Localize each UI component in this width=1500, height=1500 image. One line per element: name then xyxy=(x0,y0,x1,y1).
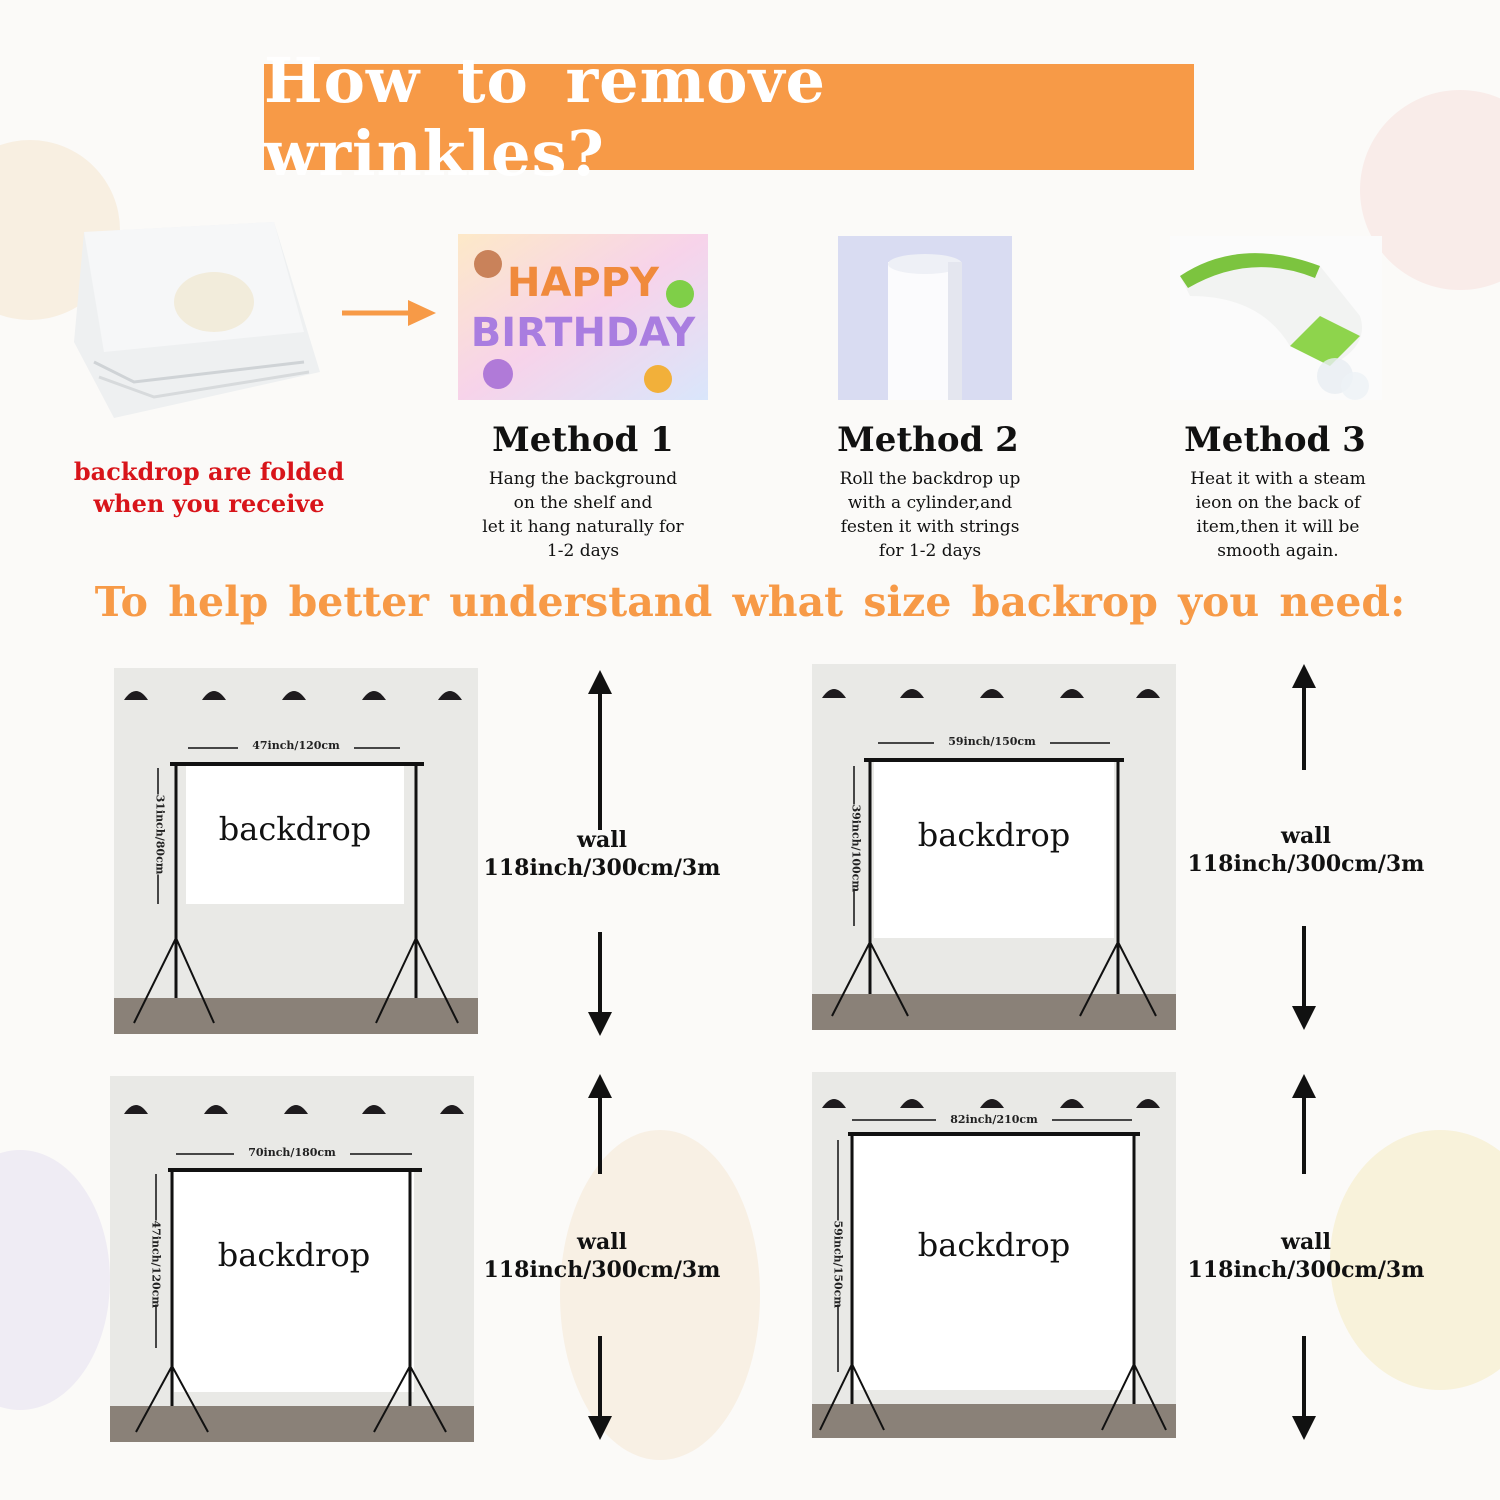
rolled-backdrop-image xyxy=(838,236,1012,400)
wall-size: 118inch/300cm/3m xyxy=(1187,851,1425,877)
height-label: 39inch/100cm xyxy=(849,804,863,892)
backdrop-label: backdrop xyxy=(917,1226,1071,1264)
wall-label-4: wall 118inch/300cm/3m xyxy=(1176,1228,1436,1284)
width-label: 82inch/210cm xyxy=(936,1113,1052,1126)
method-1-description: Hang the background on the shelf and let… xyxy=(482,469,684,561)
wall-text: wall xyxy=(1281,1229,1331,1255)
wall-size: 118inch/300cm/3m xyxy=(1187,1257,1425,1283)
size-panel-4: 82inch/210cm 59inch/150cm backdrop xyxy=(812,1072,1176,1438)
size-panel-1: 47inch/120cm 31inch/80cm backdrop xyxy=(114,668,478,1034)
size-panel-3: 70inch/180cm 47inch/120cm backdrop xyxy=(110,1076,474,1442)
decor-bubble xyxy=(1330,1130,1500,1390)
wall-text: wall xyxy=(1281,823,1331,849)
height-label: 31inch/80cm xyxy=(153,794,167,875)
page-title: How to remove wrinkles? xyxy=(264,44,827,190)
happy-text: HAPPY xyxy=(507,260,660,306)
backdrop-label: backdrop xyxy=(218,810,372,848)
width-label: 47inch/120cm xyxy=(238,739,354,752)
height-label: 59inch/150cm xyxy=(831,1220,845,1308)
width-label: 70inch/180cm xyxy=(234,1146,350,1159)
size-panel-2: 59inch/150cm 39inch/100cm backdrop xyxy=(812,664,1176,1030)
wall-label-3: wall 118inch/300cm/3m xyxy=(472,1228,732,1284)
width-label: 59inch/150cm xyxy=(934,735,1050,748)
wall-text: wall xyxy=(577,827,627,853)
method-3-title: Method 3 xyxy=(1184,420,1366,460)
wall-size: 118inch/300cm/3m xyxy=(483,855,721,881)
wall-text: wall xyxy=(577,1229,627,1255)
panel-scene xyxy=(812,1099,1176,1438)
method-2-description: Roll the backdrop up with a cylinder,and… xyxy=(839,469,1021,561)
height-label: 47inch/120cm xyxy=(149,1220,163,1308)
decor-bubble xyxy=(560,1130,760,1460)
method-3-description: Heat it with a steam ieon on the back of… xyxy=(1190,469,1366,561)
wall-label-1: wall 118inch/300cm/3m xyxy=(472,826,732,882)
backdrop-label: backdrop xyxy=(917,816,1071,854)
title-banner: How to remove wrinkles? xyxy=(264,44,1194,190)
decor-bubble xyxy=(0,1150,110,1410)
folded-backdrop-image xyxy=(74,222,320,418)
happy-birthday-backdrop-image: HAPPY BIRTHDAY xyxy=(458,234,708,400)
birthday-text: BIRTHDAY xyxy=(471,310,696,356)
size-guide-subtitle: To help better understand what size back… xyxy=(94,578,1406,626)
wall-height-arrow-icon xyxy=(1292,1074,1316,1440)
wall-height-arrow-icon xyxy=(588,670,612,1036)
panel-scene xyxy=(114,691,478,1034)
wall-height-arrow-icon xyxy=(588,1074,612,1440)
arrow-right-icon xyxy=(342,300,436,326)
method-2-title: Method 2 xyxy=(837,420,1019,460)
backdrop-label: backdrop xyxy=(217,1236,371,1274)
folded-caption: backdrop are folded when you receive xyxy=(73,457,345,518)
wall-size: 118inch/300cm/3m xyxy=(483,1257,721,1283)
wall-height-arrow-icon xyxy=(1292,664,1316,1030)
method-1-title: Method 1 xyxy=(492,420,674,460)
panel-scene xyxy=(812,689,1176,1030)
panel-scene xyxy=(110,1105,474,1442)
steam-iron-image xyxy=(1170,236,1382,400)
wall-label-2: wall 118inch/300cm/3m xyxy=(1176,822,1436,878)
